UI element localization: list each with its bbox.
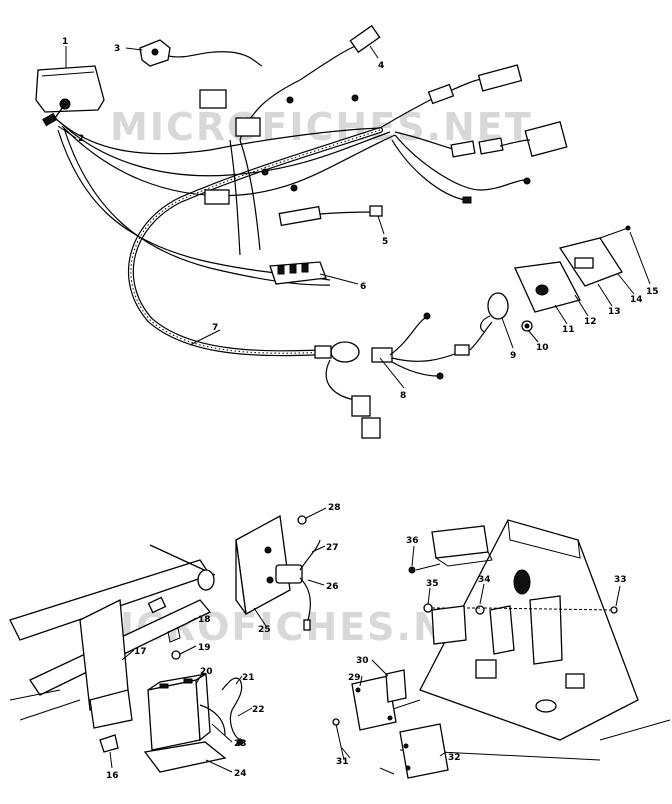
callout-17: 17 — [134, 647, 147, 657]
bottom-right-leaders — [341, 545, 621, 759]
callout-15: 15 — [646, 287, 659, 297]
callout-14: 14 — [630, 295, 643, 305]
mounting-plate-assembly — [332, 519, 671, 779]
callout-3: 3 — [114, 44, 120, 54]
callout-24: 24 — [234, 769, 247, 779]
callout-2: 2 — [78, 134, 84, 144]
headlight-assembly — [35, 65, 105, 127]
callout-10: 10 — [536, 343, 549, 353]
top-leader-lines — [57, 45, 651, 389]
switch-3 — [139, 39, 263, 67]
callout-26: 26 — [326, 582, 339, 592]
callout-25: 25 — [258, 625, 271, 635]
callout-18: 18 — [198, 615, 211, 625]
callout-28: 28 — [328, 503, 341, 513]
callout-31: 31 — [336, 757, 349, 767]
callout-22: 22 — [252, 705, 265, 715]
relay-bracket-assembly — [235, 514, 321, 631]
callout-27: 27 — [326, 543, 339, 553]
callout-9: 9 — [510, 351, 516, 361]
callout-12: 12 — [584, 317, 597, 327]
frame-assembly — [9, 544, 216, 753]
callout-32: 32 — [448, 753, 461, 763]
callout-35: 35 — [426, 579, 439, 589]
callout-34: 34 — [478, 575, 491, 585]
callout-8: 8 — [400, 391, 406, 401]
battery-assembly — [143, 627, 244, 773]
callout-29: 29 — [348, 673, 361, 683]
watermark-top: MICROFICHES.NET — [110, 105, 533, 149]
callout-11: 11 — [562, 325, 575, 335]
callout-13: 13 — [608, 307, 621, 317]
callout-labels: 1 2 3 4 5 6 7 8 9 10 11 12 13 14 15 16 1… — [62, 37, 659, 781]
wire-harness-main — [54, 24, 568, 439]
callout-7: 7 — [212, 323, 218, 333]
callout-33: 33 — [614, 575, 627, 585]
callout-23: 23 — [234, 739, 247, 749]
callout-19: 19 — [198, 643, 211, 653]
callout-6: 6 — [360, 282, 366, 292]
callout-20: 20 — [200, 667, 213, 677]
callout-5: 5 — [382, 237, 388, 247]
callout-4: 4 — [378, 61, 384, 71]
callout-16: 16 — [106, 771, 119, 781]
callout-1: 1 — [62, 37, 68, 47]
callout-30: 30 — [356, 656, 369, 666]
tail-light-assembly — [480, 225, 631, 333]
callout-21: 21 — [242, 673, 255, 683]
callout-36: 36 — [406, 536, 419, 546]
bottom-left-leaders — [109, 507, 327, 773]
